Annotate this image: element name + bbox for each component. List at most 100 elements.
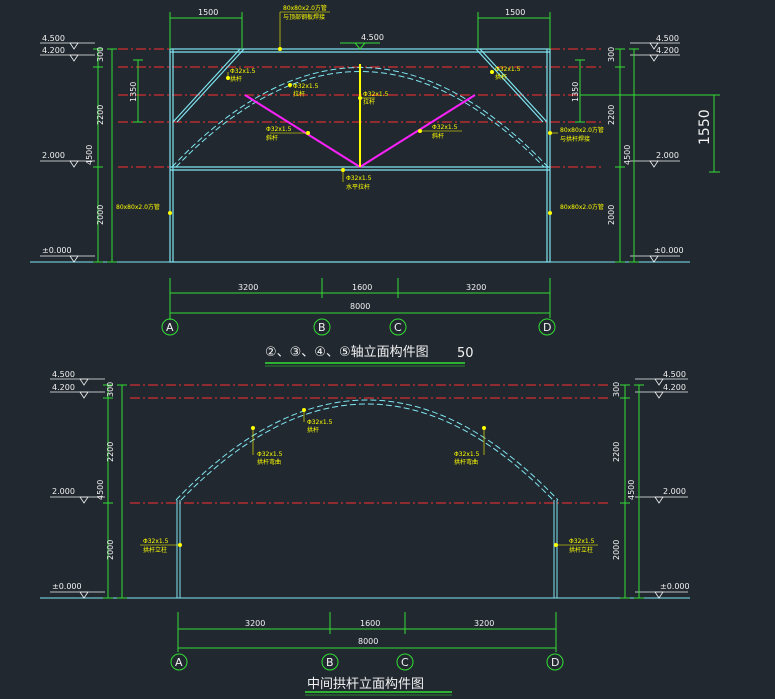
axis-c-1: C bbox=[394, 321, 402, 334]
ann2-post-left-line1: Φ32x1.5 bbox=[143, 538, 169, 545]
ann2-post-right-line2: 拱杆立柱 bbox=[569, 546, 593, 554]
ann-top-note-line1: 80x80x2.0方管 bbox=[283, 4, 327, 12]
left-dims-1 bbox=[93, 48, 143, 263]
dim2-right-2200: 2200 bbox=[612, 442, 621, 462]
center-level-text: 4.500 bbox=[361, 33, 384, 42]
ann2-post-left-line2: 拱杆立柱 bbox=[143, 546, 167, 554]
dim-bottom-3200-left: 3200 bbox=[238, 283, 258, 292]
center-level-marker bbox=[340, 42, 380, 50]
ann-right-diag-line1: Φ32x1.5 bbox=[432, 124, 458, 131]
ann-left-mid-line2: 拉杆 bbox=[293, 90, 305, 98]
axis-b-2: B bbox=[326, 656, 334, 669]
ann-left-diag-line2: 斜杆 bbox=[266, 134, 278, 142]
annotation-leaders-1 bbox=[227, 11, 558, 182]
dim-right-2000: 2000 bbox=[607, 205, 616, 225]
frame-1 bbox=[169, 48, 551, 263]
dim2-bottom-3200-right: 3200 bbox=[474, 619, 494, 628]
axis-c-2: C bbox=[401, 656, 409, 669]
dim2-bottom-total: 8000 bbox=[358, 637, 378, 646]
drawing-1-title: ②、③、④、⑤轴立面构件图 bbox=[265, 345, 429, 360]
axis-b-1: B bbox=[318, 321, 326, 334]
dim2-right-2000: 2000 bbox=[612, 540, 621, 560]
ann-center-vert-line2: 拉杆 bbox=[363, 98, 375, 106]
level2-right-4200: 4.200 bbox=[663, 383, 686, 392]
dim2-left-300: 300 bbox=[106, 382, 115, 397]
left-level-markers-1 bbox=[40, 42, 95, 263]
ann-right-beam-line1: 80x80x2.0方管 bbox=[560, 126, 604, 134]
level-right-4200: 4.200 bbox=[656, 46, 679, 55]
left-dims-2 bbox=[103, 384, 127, 599]
left-level-markers-2 bbox=[50, 378, 105, 599]
level-right-2000: 2.000 bbox=[656, 151, 679, 160]
level-right-0000: ±0.000 bbox=[654, 246, 684, 255]
axis-bubbles-2 bbox=[170, 653, 564, 671]
ann2-arch-top-line2: 拱杆 bbox=[307, 426, 319, 434]
dim2-bottom-3200-left: 3200 bbox=[245, 619, 265, 628]
level2-left-2000: 2.000 bbox=[52, 487, 75, 496]
ann2-arch-left-line2: 拱杆弯曲 bbox=[257, 458, 281, 466]
ann-left-post: 80x80x2.0方管 bbox=[116, 203, 160, 211]
struts-1 bbox=[244, 64, 476, 168]
level-left-4200: 4.200 bbox=[42, 46, 65, 55]
ann-top-note-line2: 与顶部钢板焊接 bbox=[283, 13, 325, 21]
dim2-left-2200: 2200 bbox=[106, 442, 115, 462]
drawing-2-title: 中间拱杆立面构件图 bbox=[307, 677, 424, 692]
level-left-2000: 2.000 bbox=[42, 151, 65, 160]
ann-left-arch-line1: Φ32x1.5 bbox=[230, 68, 256, 75]
dim-left-4500: 4500 bbox=[85, 145, 94, 165]
annotation-dots-2 bbox=[178, 408, 558, 547]
level-lines-2 bbox=[130, 384, 608, 504]
dim-left-300: 300 bbox=[96, 47, 105, 62]
dim2-right-4500: 4500 bbox=[627, 480, 636, 500]
dim2-left-4500: 4500 bbox=[96, 480, 105, 500]
level2-left-4500: 4.500 bbox=[52, 370, 75, 379]
dim2-left-2000: 2000 bbox=[106, 540, 115, 560]
top-dims-1 bbox=[169, 12, 551, 49]
level2-left-4200: 4.200 bbox=[52, 383, 75, 392]
dim-right-1350: 1350 bbox=[571, 82, 580, 102]
ann-left-arch-line2: 拱杆 bbox=[230, 75, 242, 83]
level2-right-0000: ±0.000 bbox=[660, 582, 690, 591]
ann-left-diag-line1: Φ32x1.5 bbox=[266, 126, 292, 133]
dim-top-left: 1500 bbox=[198, 8, 218, 17]
ann-right-post: 80x80x2.0方管 bbox=[560, 203, 604, 211]
ann2-arch-left-line1: Φ32x1.5 bbox=[257, 451, 283, 458]
dim-right-300: 300 bbox=[607, 47, 616, 62]
ann-center-vert-line1: Φ32x1.5 bbox=[363, 91, 389, 98]
dim2-right-300: 300 bbox=[612, 382, 621, 397]
ann-right-diag-line2: 斜杆 bbox=[432, 132, 444, 140]
level2-right-2000: 2.000 bbox=[663, 487, 686, 496]
ann-right-beam-line2: 与拱杆焊接 bbox=[560, 135, 590, 143]
level-left-4500: 4.500 bbox=[42, 34, 65, 43]
axis-bubbles-1 bbox=[161, 313, 556, 336]
ann-left-mid-line1: Φ32x1.5 bbox=[293, 83, 319, 90]
level2-right-4500: 4.500 bbox=[663, 370, 686, 379]
axis-a-1: A bbox=[166, 321, 174, 334]
bottom-dims-2 bbox=[177, 612, 557, 652]
drawing-1: 1500 1500 4.500 4.500 4.200 2.000 ±0.000… bbox=[30, 4, 720, 367]
right-level-markers-2 bbox=[635, 378, 688, 599]
level-right-4500: 4.500 bbox=[656, 34, 679, 43]
dim-left-1350: 1350 bbox=[129, 82, 138, 102]
ann2-arch-right-line1: Φ32x1.5 bbox=[454, 451, 480, 458]
axis-d-1: D bbox=[543, 321, 551, 334]
level2-left-0000: ±0.000 bbox=[52, 582, 82, 591]
bottom-dims-1 bbox=[169, 278, 551, 320]
dim-right-4500: 4500 bbox=[623, 145, 632, 165]
drawing-2: 4.500 4.200 2.000 ±0.000 4.500 4.200 2.0… bbox=[40, 370, 690, 696]
ann2-post-right-line1: Φ32x1.5 bbox=[569, 538, 595, 545]
axis-d-2: D bbox=[551, 656, 559, 669]
ann-bottom-center-line2: 水平拉杆 bbox=[346, 183, 370, 191]
ann2-arch-top-line1: Φ32x1.5 bbox=[307, 419, 333, 426]
ann-bottom-center-line1: Φ32x1.5 bbox=[346, 175, 372, 182]
ann2-arch-right-line2: 拱杆弯曲 bbox=[454, 458, 478, 466]
right-dims-2 bbox=[620, 384, 644, 599]
dim-far-right-1550: 1550 bbox=[697, 109, 713, 145]
dim-bottom-3200-right: 3200 bbox=[466, 283, 486, 292]
dim-bottom-1600: 1600 bbox=[352, 283, 372, 292]
dim-right-2200: 2200 bbox=[607, 105, 616, 125]
arch-2 bbox=[175, 399, 559, 598]
dim-left-2200: 2200 bbox=[96, 105, 105, 125]
right-dims-1 bbox=[575, 48, 720, 263]
